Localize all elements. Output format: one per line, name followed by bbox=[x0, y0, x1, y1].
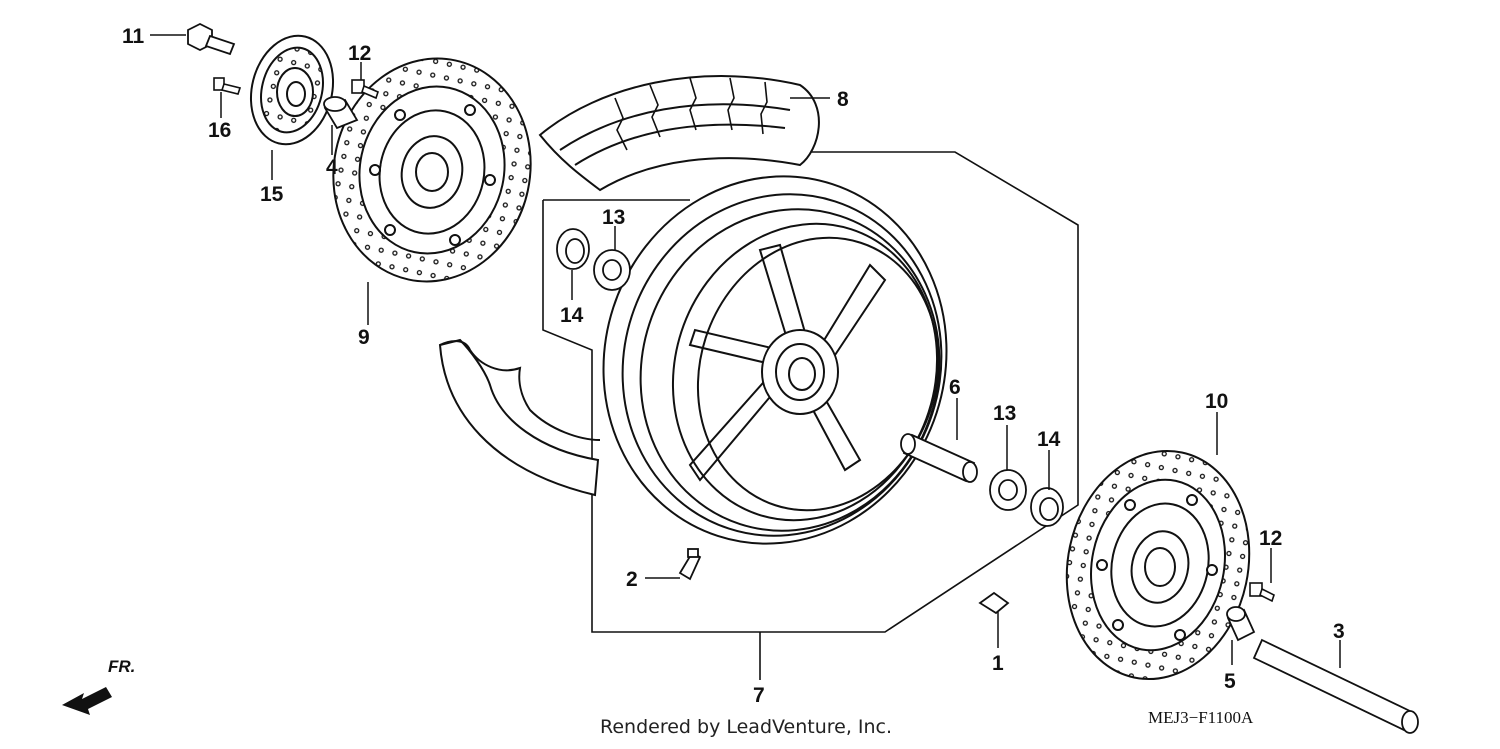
callout-13-left: 13 bbox=[602, 206, 625, 229]
seal-14-left bbox=[556, 228, 590, 270]
diagram-code: MEJ3−F1100A bbox=[1148, 708, 1254, 727]
valve-2 bbox=[678, 548, 702, 581]
callout-3: 3 bbox=[1333, 620, 1345, 643]
callout-11: 11 bbox=[122, 25, 145, 48]
callout-13-right: 13 bbox=[993, 402, 1016, 425]
bearing-13-right bbox=[989, 469, 1027, 511]
brake-disc-left bbox=[332, 57, 532, 283]
callout-8: 8 bbox=[837, 88, 849, 111]
callout-14-right: 14 bbox=[1037, 428, 1061, 451]
bolt-11 bbox=[187, 22, 236, 56]
screw-16 bbox=[213, 77, 242, 95]
bolt-12-top bbox=[351, 79, 379, 100]
pulser-ring bbox=[249, 34, 335, 146]
credit-text: Rendered by LeadVenture, Inc. bbox=[600, 716, 893, 738]
collar-4 bbox=[323, 96, 359, 130]
tire-lower-part bbox=[438, 338, 601, 497]
front-direction-arrow: FR. bbox=[62, 657, 135, 715]
wheel-rim bbox=[602, 175, 948, 545]
bearing-13-left bbox=[593, 249, 631, 291]
tire-part bbox=[538, 75, 820, 192]
brake-disc-right bbox=[1065, 449, 1251, 681]
callout-14-left: 14 bbox=[560, 304, 584, 327]
callout-12-top: 12 bbox=[348, 42, 371, 65]
callout-9: 9 bbox=[358, 326, 370, 349]
collar-5 bbox=[1226, 606, 1256, 642]
assembly-outline bbox=[542, 151, 1079, 680]
leader-lines bbox=[150, 34, 1341, 668]
callout-16: 16 bbox=[208, 119, 231, 142]
callout-12-right: 12 bbox=[1259, 527, 1282, 550]
callout-4: 4 bbox=[326, 156, 338, 179]
callout-15: 15 bbox=[260, 183, 284, 206]
callout-2: 2 bbox=[626, 568, 638, 591]
spacer-6 bbox=[900, 433, 978, 483]
callout-5: 5 bbox=[1224, 670, 1236, 693]
front-direction-label: FR. bbox=[108, 657, 135, 676]
callout-1: 1 bbox=[992, 652, 1004, 675]
callout-labels: 11 16 15 4 12 9 8 13 14 6 13 14 10 12 5 … bbox=[122, 25, 1345, 707]
callout-6: 6 bbox=[949, 376, 961, 399]
callout-7: 7 bbox=[753, 684, 765, 707]
callout-10: 10 bbox=[1205, 390, 1228, 413]
seal-14-right bbox=[1030, 487, 1064, 527]
axle-3 bbox=[1252, 638, 1419, 734]
balance-weight-1 bbox=[978, 591, 1010, 615]
bolt-12-right bbox=[1249, 582, 1275, 603]
